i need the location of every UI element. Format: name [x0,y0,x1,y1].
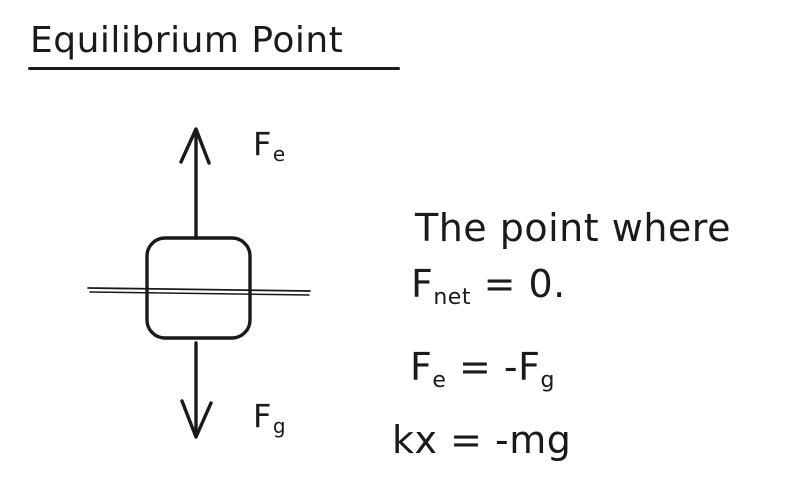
rhs-subscript: g [540,368,555,393]
title-underline [28,67,400,70]
reference-line-bottom [89,291,310,296]
lhs-symbol: F [410,345,433,389]
spring-equation: kx = -mg [392,418,572,462]
net-force-subscript: net [433,285,471,310]
net-force-equation: Fnet = 0. [411,262,566,310]
mass-block [145,236,252,340]
upward-force-label: Fe [253,125,286,166]
upward-force-arrow-head [179,127,211,165]
net-force-symbol: F [411,262,434,306]
net-force-rhs: = 0. [483,262,566,306]
force-balance-equation: Fe = -Fg [410,345,555,393]
downward-force-arrow-head [180,399,213,439]
force-subscript: g [272,414,287,438]
page-title: Equilibrium Point [30,20,344,61]
definition-text: The point where [415,198,731,258]
reference-line-top [87,287,311,292]
force-subscript: e [272,142,286,166]
lhs-subscript: e [432,368,447,393]
force-symbol: F [253,397,272,435]
definition-line-1: The point where [415,206,731,250]
force-symbol: F [253,125,272,163]
equation-middle: = -F [446,345,541,389]
downward-force-label: Fg [253,397,286,438]
